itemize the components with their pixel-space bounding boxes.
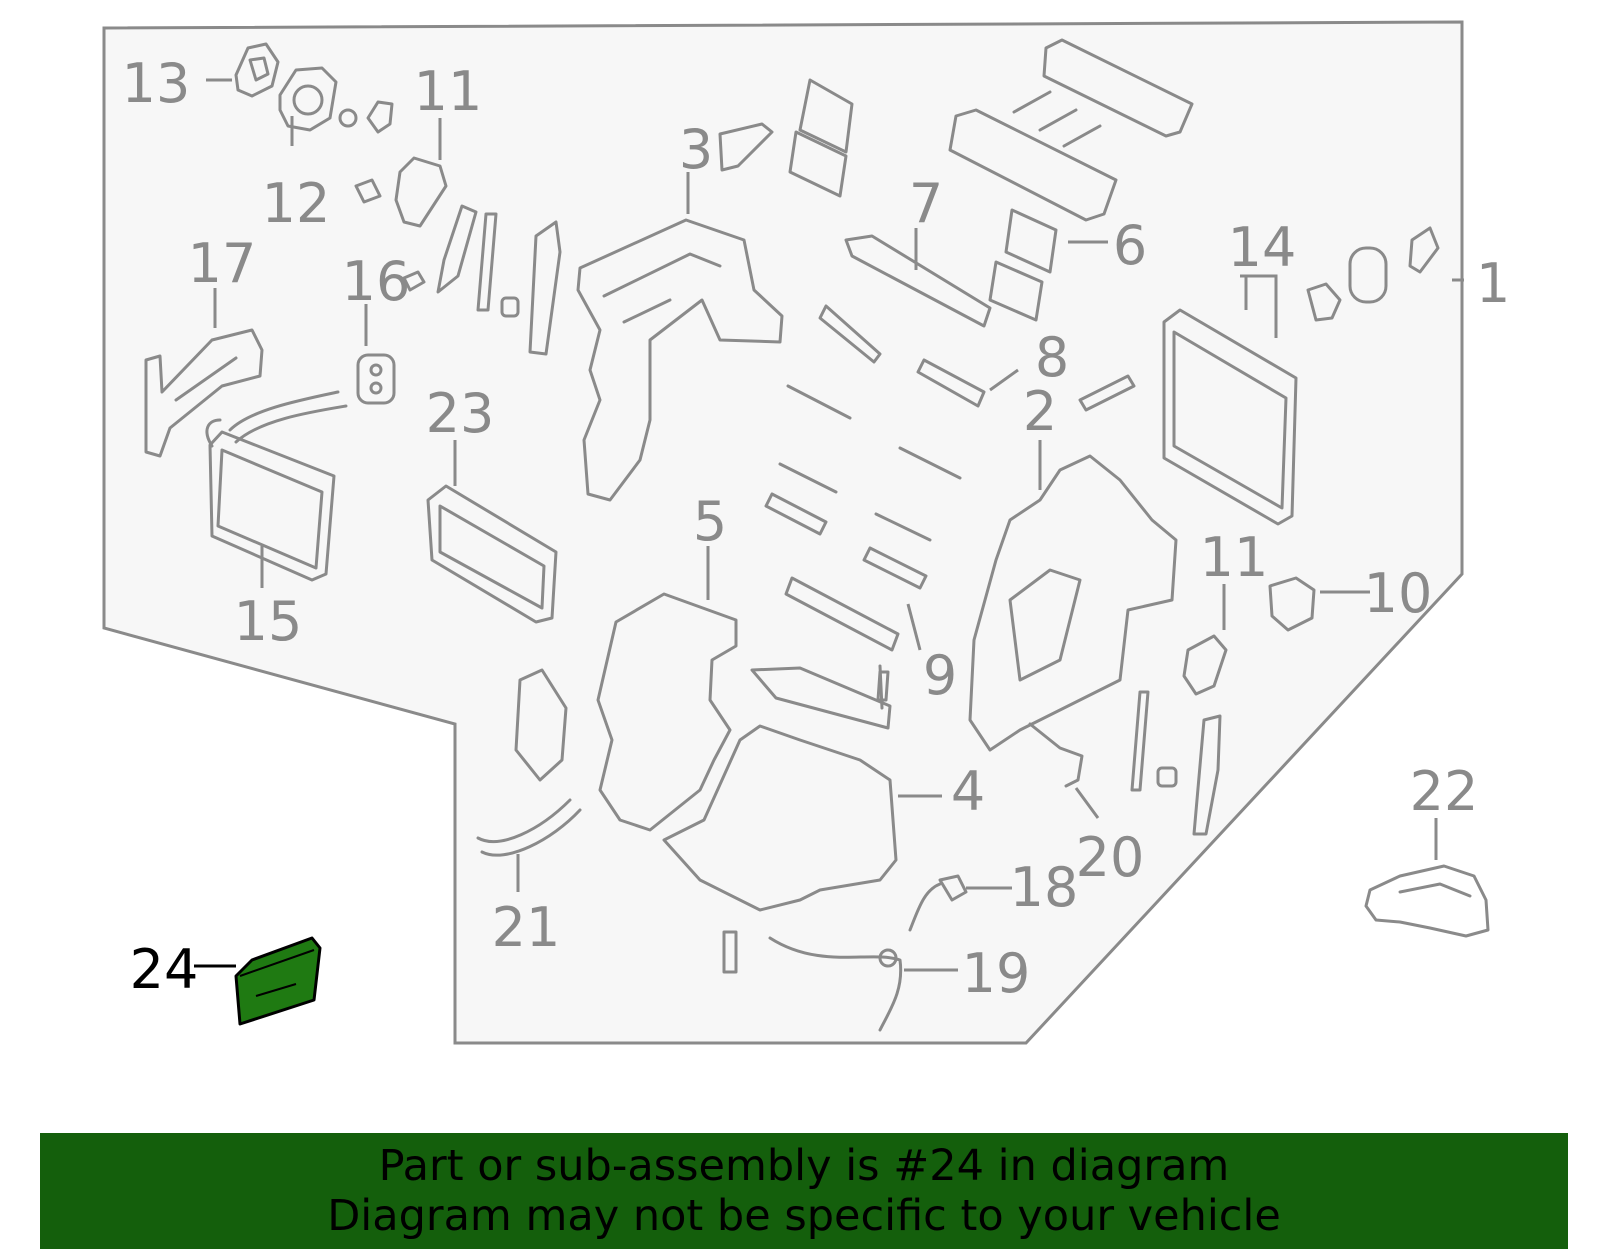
part-23-filter-core bbox=[426, 484, 558, 624]
callout-21: 21 bbox=[492, 896, 561, 959]
part-15-heater-core bbox=[205, 390, 348, 582]
callout-6: 6 bbox=[1113, 214, 1147, 277]
part-18-19-20-wires bbox=[722, 670, 1222, 1032]
part-misc-links bbox=[436, 204, 562, 356]
part-13-actuator bbox=[234, 42, 280, 98]
part-12-motor bbox=[278, 66, 394, 134]
callout-labels: 1 2 3 4 5 6 7 8 9 10 11 11 12 13 14 15 1… bbox=[122, 52, 1511, 1005]
part-10-11-right bbox=[1182, 576, 1316, 696]
part-11-top-actuator bbox=[354, 156, 448, 228]
part-21-hose bbox=[476, 798, 582, 857]
callout-11-top: 11 bbox=[414, 60, 483, 123]
callout-2: 2 bbox=[1023, 380, 1057, 443]
part-24-highlighted[interactable] bbox=[234, 936, 322, 1026]
info-banner: Part or sub-assembly is #24 in diagram D… bbox=[40, 1133, 1568, 1249]
banner-line-1: Part or sub-assembly is #24 in diagram bbox=[378, 1141, 1230, 1191]
part-17-bracket bbox=[144, 328, 264, 458]
callout-13: 13 bbox=[122, 52, 191, 115]
callout-19: 19 bbox=[962, 942, 1031, 1005]
callout-14: 14 bbox=[1228, 216, 1297, 279]
callout-12: 12 bbox=[262, 172, 331, 235]
callout-7: 7 bbox=[909, 172, 943, 235]
part-3-upper-case bbox=[576, 122, 784, 502]
callout-17: 17 bbox=[188, 232, 257, 295]
callout-3: 3 bbox=[679, 118, 713, 181]
part-8-9-pins bbox=[764, 304, 1136, 590]
callout-8: 8 bbox=[1035, 326, 1069, 389]
part-22-duct bbox=[1364, 864, 1490, 938]
part-14-evaporator bbox=[1162, 226, 1440, 526]
part-4-lower-case bbox=[662, 576, 900, 912]
leader-lines bbox=[206, 78, 1464, 972]
callout-10: 10 bbox=[1364, 562, 1433, 625]
callout-1: 1 bbox=[1476, 252, 1510, 315]
assembly-boundary bbox=[102, 20, 1464, 1045]
part-5-duct bbox=[514, 592, 738, 832]
callout-20: 20 bbox=[1076, 826, 1145, 889]
part-6-7-filters bbox=[788, 38, 1194, 328]
callout-4: 4 bbox=[951, 760, 985, 823]
callout-5: 5 bbox=[693, 490, 727, 553]
callout-11-right: 11 bbox=[1200, 526, 1269, 589]
part-16-grommet bbox=[356, 270, 426, 405]
part-2-case-right bbox=[968, 454, 1178, 752]
callout-9: 9 bbox=[923, 644, 957, 707]
banner-line-2: Diagram may not be specific to your vehi… bbox=[327, 1191, 1281, 1241]
parts-diagram: 1 2 3 4 5 6 7 8 9 10 11 11 12 13 14 15 1… bbox=[102, 20, 1511, 1045]
callout-15: 15 bbox=[234, 590, 303, 653]
callout-18: 18 bbox=[1010, 856, 1079, 919]
callout-23: 23 bbox=[426, 382, 495, 445]
callout-22: 22 bbox=[1410, 760, 1479, 823]
callout-16: 16 bbox=[342, 250, 411, 313]
callout-24: 24 bbox=[130, 938, 199, 1001]
